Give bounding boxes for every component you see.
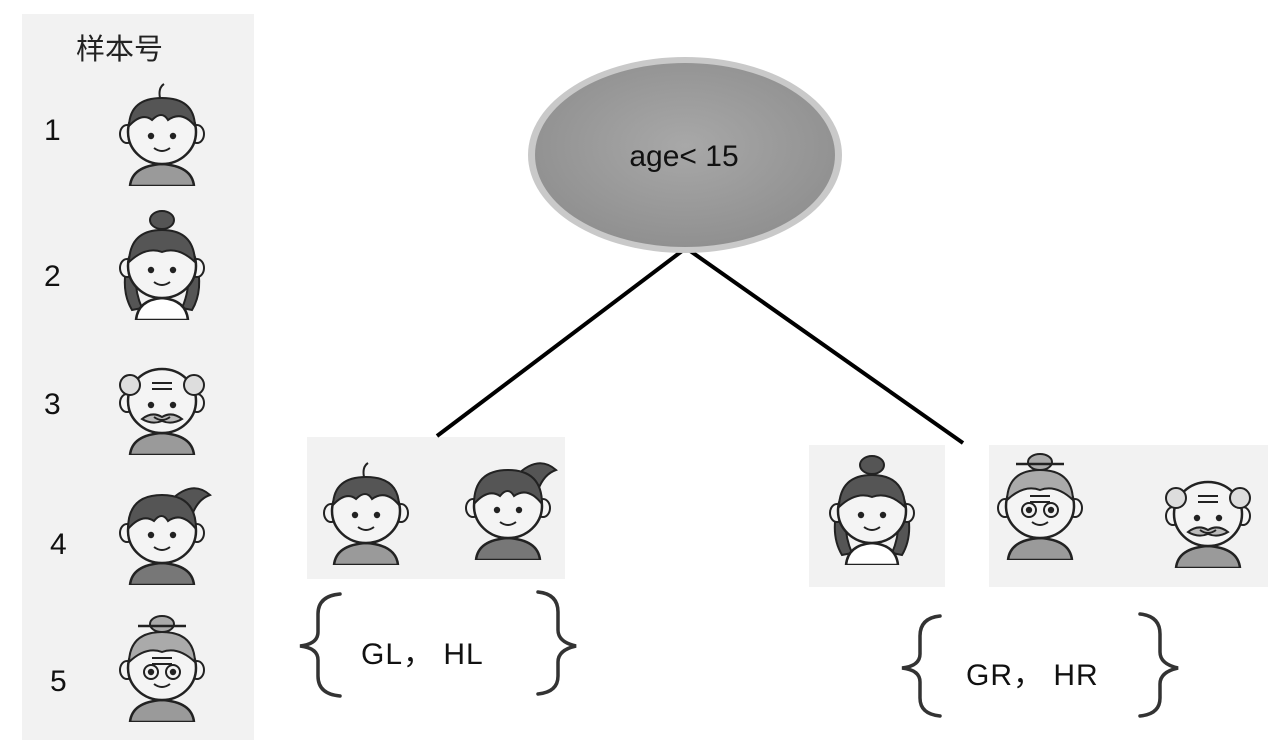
right-group-label: GR， HR	[966, 659, 1099, 692]
sample-number-4: 4	[50, 528, 67, 561]
root-node	[535, 63, 835, 247]
boy-avatar-icon	[112, 76, 212, 188]
right-close-brace	[1138, 612, 1179, 718]
sample-number-1: 1	[44, 114, 61, 147]
right-old-man-avatar-icon	[1158, 458, 1258, 570]
root-condition-label: age< 15	[629, 140, 738, 173]
sample-number-2: 2	[44, 260, 61, 293]
left-boy-avatar-icon	[316, 455, 416, 567]
left-branch-line	[435, 246, 688, 438]
sample-number-3: 3	[44, 388, 61, 421]
old-man-avatar-icon	[112, 345, 212, 457]
ponytail-girl-avatar-icon	[112, 475, 212, 587]
right-open-brace	[901, 614, 942, 718]
old-woman-avatar-icon	[112, 612, 212, 724]
left-ponytail-girl-avatar-icon	[458, 450, 558, 562]
sample-header: 样本号	[76, 32, 164, 66]
right-girl-avatar-icon	[822, 455, 922, 567]
left-group-label: GL， HL	[361, 638, 484, 671]
left-open-brace	[299, 592, 342, 698]
left-close-brace	[536, 590, 577, 696]
girl-avatar-icon	[112, 210, 212, 322]
sample-number-5: 5	[50, 665, 67, 698]
right-branch-line	[684, 246, 965, 445]
right-old-woman-avatar-icon	[990, 450, 1090, 562]
